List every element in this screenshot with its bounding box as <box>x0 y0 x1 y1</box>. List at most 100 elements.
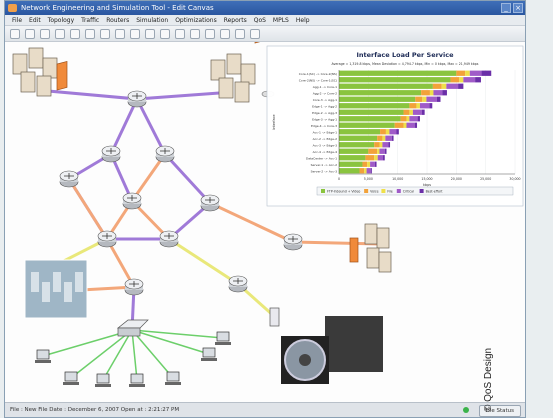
pc-icon[interactable] <box>165 371 181 385</box>
bar-segment <box>364 168 367 174</box>
pc-icon[interactable] <box>63 371 79 385</box>
server-box <box>28 47 44 69</box>
photo-detail <box>75 272 83 292</box>
bar-segment <box>383 155 385 161</box>
zoom-out-icon[interactable] <box>85 29 95 39</box>
server-cluster-left[interactable] <box>12 47 68 97</box>
bar-segment <box>388 142 391 148</box>
minimize-icon[interactable]: _ <box>501 3 511 13</box>
legend-swatch <box>364 189 369 193</box>
menu-qos[interactable]: QoS <box>253 17 266 24</box>
title-bar: Network Engineering and Simulation Tool … <box>5 1 525 15</box>
chart-icon[interactable] <box>235 29 245 39</box>
server-box <box>210 59 226 81</box>
menu-help[interactable]: Help <box>295 17 310 24</box>
bar-segment <box>339 109 404 115</box>
print-icon[interactable] <box>55 29 65 39</box>
delete-icon[interactable] <box>190 29 200 39</box>
new-icon[interactable] <box>10 29 20 39</box>
router-icon[interactable] <box>101 145 121 163</box>
router-arrows <box>233 278 243 284</box>
airport-photo <box>24 259 88 319</box>
server-box <box>240 63 256 85</box>
menu-file[interactable]: File <box>12 17 23 24</box>
open-icon[interactable] <box>25 29 35 39</box>
bar-segment <box>429 90 434 96</box>
menu-topology[interactable]: Topology <box>47 17 75 24</box>
bar-segment <box>339 155 366 161</box>
status-text: File : New File Date : December 6, 2007 … <box>10 407 180 413</box>
router-icon[interactable] <box>124 278 144 296</box>
network-link <box>135 98 167 155</box>
menu-mpls[interactable]: MPLS <box>272 17 289 24</box>
link-icon[interactable] <box>115 29 125 39</box>
close-icon[interactable]: × <box>513 3 523 13</box>
menu-edit[interactable]: Edit <box>29 17 41 24</box>
switch-icon[interactable] <box>145 29 155 39</box>
bar-segment <box>385 129 390 135</box>
pc-icon[interactable] <box>201 347 217 361</box>
datacenter-icon[interactable] <box>349 223 392 273</box>
settings-icon[interactable] <box>220 29 230 39</box>
zoom-in-icon[interactable] <box>70 29 80 39</box>
bar-segment <box>421 90 430 96</box>
router-icon[interactable] <box>228 275 248 293</box>
pc-icon[interactable] <box>95 373 111 387</box>
menu-simulation[interactable]: Simulation <box>136 17 169 24</box>
router-icon[interactable] <box>200 194 220 212</box>
photo-detail <box>31 272 39 292</box>
router-icon[interactable] <box>122 192 142 210</box>
menu-reports[interactable]: Reports <box>223 17 247 24</box>
menu-routers[interactable]: Routers <box>106 17 130 24</box>
router-icon[interactable] <box>283 233 303 251</box>
engine-photo <box>281 316 383 384</box>
y-axis-label: Interface <box>272 114 276 129</box>
server-icon[interactable] <box>160 29 170 39</box>
router-arrows <box>127 195 137 201</box>
keyboard <box>215 342 231 345</box>
menu-traffic[interactable]: Traffic <box>81 17 100 24</box>
status-ok-icon <box>463 407 469 413</box>
legend-swatch <box>419 189 424 193</box>
refresh-icon[interactable] <box>205 29 215 39</box>
row-label: Server-2 -> Acc-3 <box>311 170 338 174</box>
menu-optimizations[interactable]: Optimizations <box>175 17 217 24</box>
tower-server-icon[interactable] <box>269 307 280 327</box>
bar-segment <box>339 135 378 141</box>
bar-segment <box>339 142 375 148</box>
server-box <box>378 251 392 273</box>
bar-segment <box>412 109 422 115</box>
legend-entry: Best-effort <box>426 190 444 194</box>
bar-segment <box>339 161 363 167</box>
x-tick-label: 25,000 <box>480 177 491 181</box>
server-cluster-right[interactable] <box>210 13 266 103</box>
bar-segment <box>377 148 380 154</box>
router-icon[interactable] <box>159 230 179 248</box>
network-link <box>136 90 234 101</box>
router-icon[interactable] <box>59 170 79 188</box>
host-icon[interactable] <box>175 29 185 39</box>
bar-segment <box>339 129 381 135</box>
bar-segment <box>409 116 418 122</box>
report-icon[interactable] <box>250 29 260 39</box>
router-arrows <box>160 148 170 154</box>
row-label: Edge-1 -> Agg-2 <box>312 105 337 109</box>
bar-segment <box>481 70 492 76</box>
pc-icon[interactable] <box>35 349 51 363</box>
router-icon[interactable] <box>127 90 147 108</box>
switch-icon[interactable] <box>117 319 149 337</box>
save-icon[interactable] <box>40 29 50 39</box>
bar-segment <box>415 96 423 102</box>
file-status-button[interactable]: File Status <box>478 405 521 417</box>
pc-icon[interactable] <box>129 373 145 387</box>
monitor <box>64 371 78 382</box>
router-icon[interactable] <box>97 230 117 248</box>
pointer-icon[interactable] <box>100 29 110 39</box>
router-icon[interactable] <box>130 29 140 39</box>
pc-icon[interactable] <box>215 331 231 345</box>
bar-segment <box>339 122 395 128</box>
router-icon[interactable] <box>155 145 175 163</box>
lan-link <box>70 329 133 379</box>
